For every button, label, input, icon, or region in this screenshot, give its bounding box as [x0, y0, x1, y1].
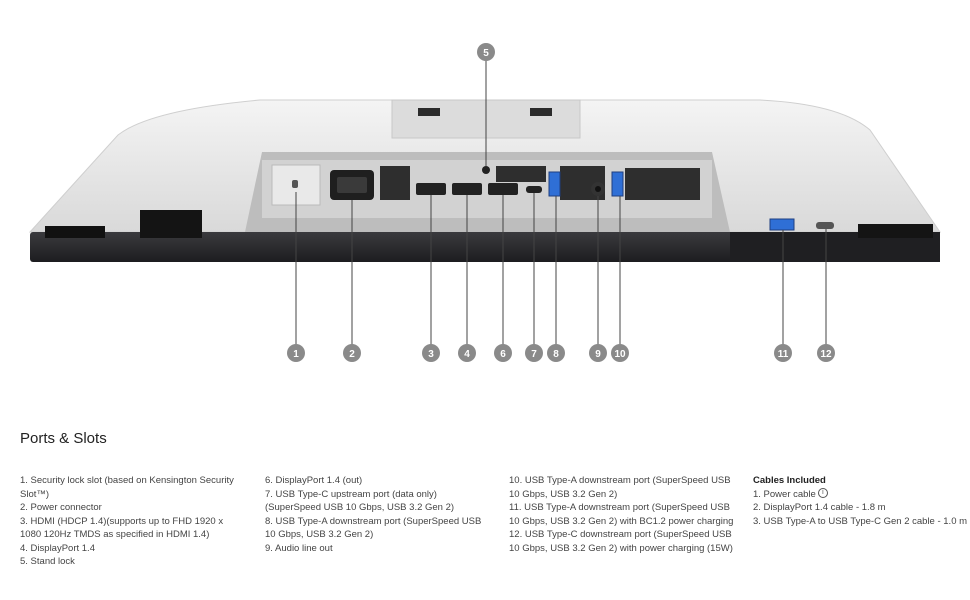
monitor-rear-ports-illustration: 1 2 3 4 5 6 7 8 9 10 11 12 — [28, 43, 941, 362]
hdmi-icon — [416, 183, 446, 195]
svg-text:8: 8 — [553, 349, 559, 360]
spec-item: 12. USB Type-C downstream port (SuperSpe… — [509, 529, 733, 554]
svg-text:7: 7 — [531, 349, 537, 360]
spec-item: 6. DisplayPort 1.4 (out) — [265, 475, 363, 486]
svg-text:3: 3 — [428, 349, 434, 360]
left-vent — [45, 210, 202, 238]
info-circle-icon[interactable]: i — [817, 487, 828, 498]
usb-a-blue-icon — [548, 171, 561, 197]
spec-item: 2. Power connector — [20, 502, 102, 513]
callout-11: 11 — [774, 344, 792, 362]
callout-5: 5 — [477, 43, 495, 61]
section-title: Ports & Slots — [20, 430, 107, 447]
spec-list-column-1: 1. Security lock slot (based on Kensingt… — [20, 474, 245, 569]
stand-lock-icon — [482, 166, 490, 174]
callout-3: 3 — [422, 344, 440, 362]
callout-12: 12 — [817, 344, 835, 362]
svg-text:10: 10 — [614, 349, 626, 360]
callout-2: 2 — [343, 344, 361, 362]
right-vent — [858, 224, 933, 238]
svg-text:11: 11 — [778, 349, 789, 360]
usb-c-side-icon — [816, 222, 834, 229]
svg-text:5: 5 — [483, 48, 489, 59]
callout-7: 7 — [525, 344, 543, 362]
callout-8: 8 — [547, 344, 565, 362]
spec-item: 8. USB Type-A downstream port (SuperSpee… — [265, 515, 482, 541]
svg-text:4: 4 — [464, 349, 470, 360]
svg-text:2: 2 — [349, 349, 355, 360]
callout-1: 1 — [287, 344, 305, 362]
usb-a-blue-icon — [611, 171, 624, 197]
security-slot-icon — [292, 180, 298, 188]
usb-a-side-icon — [769, 218, 795, 231]
spec-item: 1. Security lock slot (based on Kensingt… — [20, 475, 234, 500]
spec-item: 3. HDMI (HDCP 1.4)(supports up to FHD 19… — [20, 515, 224, 541]
spec-item: 10. USB Type-A downstream port (SuperSpe… — [509, 475, 731, 500]
spec-list-column-3: 10. USB Type-A downstream port (SuperSpe… — [509, 474, 739, 555]
cable-item: 3. USB Type-A to USB Type-C Gen 2 cable … — [753, 515, 968, 527]
monitor-body — [28, 99, 941, 262]
cables-heading: Cables Included — [753, 475, 826, 486]
displayport-in-icon — [452, 183, 482, 195]
displayport-out-icon — [488, 183, 518, 195]
leader-lines — [295, 60, 827, 345]
callout-10: 10 — [611, 344, 629, 362]
svg-text:6: 6 — [500, 349, 506, 360]
svg-text:1: 1 — [293, 349, 299, 360]
cable-item-label: 1. Power cable — [753, 488, 816, 500]
svg-text:9: 9 — [595, 349, 601, 360]
spec-item: 11. USB Type-A downstream port (SuperSpe… — [509, 502, 734, 527]
callout-markers: 1 2 3 4 5 6 7 8 9 10 11 12 — [287, 43, 835, 362]
spec-item: 9. Audio line out — [265, 542, 333, 554]
cable-item: 2. DisplayPort 1.4 cable - 1.8 m — [753, 502, 886, 513]
usb-c-upstream-icon — [526, 186, 542, 193]
svg-text:12: 12 — [820, 349, 832, 360]
callout-9: 9 — [589, 344, 607, 362]
spec-item: 5. Stand lock — [20, 556, 75, 567]
callout-4: 4 — [458, 344, 476, 362]
spec-list-column-2: 6. DisplayPort 1.4 (out) 7. USB Type-C u… — [265, 474, 490, 555]
spec-item: 4. DisplayPort 1.4 — [20, 542, 95, 554]
spec-item: 7. USB Type-C upstream port (data only) … — [265, 488, 455, 514]
callout-6: 6 — [494, 344, 512, 362]
